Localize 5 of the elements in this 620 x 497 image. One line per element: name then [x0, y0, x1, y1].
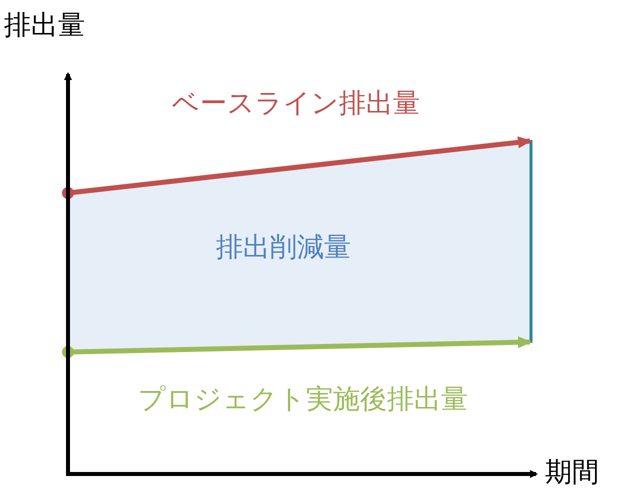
- axis-label: 排出量: [4, 10, 85, 42]
- line-label: ベースライン排出量: [172, 88, 420, 120]
- line-label: プロジェクト実施後排出量: [138, 384, 468, 416]
- axis-label: 期間: [545, 457, 599, 489]
- area-label: 排出削減量: [216, 232, 351, 264]
